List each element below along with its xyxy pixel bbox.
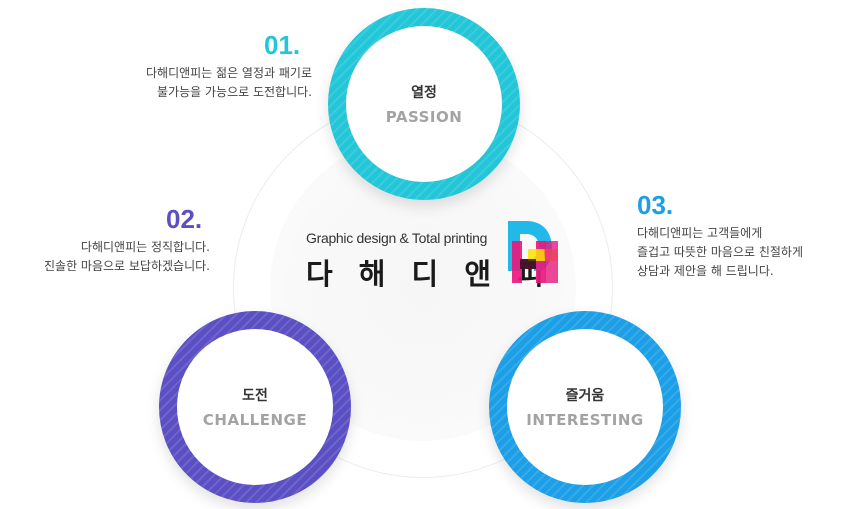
company-tagline: Graphic design & Total printing: [306, 230, 488, 246]
dnp-logo-icon: [508, 221, 558, 283]
description-line: 다해디앤피는 고객들에게: [637, 226, 763, 240]
stripe-texture: [159, 311, 351, 503]
circle-passion: 열정 PASSION: [328, 8, 520, 200]
item-description-03: 다해디앤피는 고객들에게 즐겁고 따뜻한 마음으로 친절하게 상담과 제안을 해…: [637, 224, 803, 281]
circle-title-kr: 열정: [411, 85, 437, 101]
description-line: 즐겁고 따뜻한 마음으로 친절하게: [637, 245, 804, 259]
stripe-texture: [328, 8, 520, 200]
item-number-02: 02.: [166, 204, 203, 234]
circle-title-kr: 도전: [242, 388, 268, 404]
item-description-01: 다해디앤피는 젊은 열정과 패기로 불가능을 가능으로 도전합니다.: [146, 64, 312, 102]
description-line: 다해디앤피는 젊은 열정과 패기로: [145, 66, 312, 80]
item-description-02: 다해디앤피는 정직합니다. 진솔한 마음으로 보답하겠습니다.: [44, 238, 210, 276]
circle-title-en: INTERESTING: [526, 411, 644, 429]
description-line: 상담과 제안을 해 드립니다.: [637, 264, 774, 278]
description-line: 다해디앤피는 정직합니다.: [80, 240, 210, 254]
item-number-01: 01.: [264, 30, 301, 60]
circle-title-en: CHALLENGE: [202, 411, 308, 429]
stripe-texture: [489, 311, 681, 503]
description-line: 불가능을 가능으로 도전합니다.: [157, 85, 312, 99]
circle-challenge: 도전 CHALLENGE: [159, 311, 351, 503]
circle-title-kr: 즐거움: [565, 388, 605, 404]
company-name: 다 해 디 앤 피: [306, 257, 552, 291]
description-line: 진솔한 마음으로 보답하겠습니다.: [43, 259, 210, 273]
circle-interesting: 즐거움 INTERESTING: [489, 311, 681, 503]
item-number-03: 03.: [637, 190, 674, 220]
circle-title-en: PASSION: [385, 108, 463, 126]
